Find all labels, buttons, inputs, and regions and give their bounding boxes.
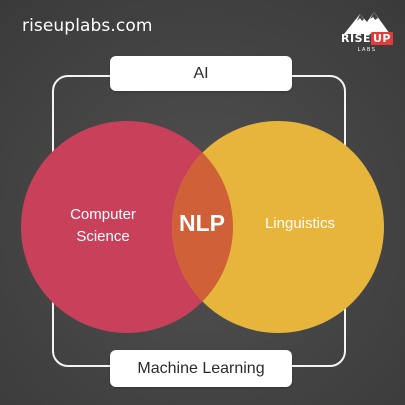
right-circle (172, 121, 384, 333)
computer-science-label: Computer Science (70, 206, 136, 245)
logo-subtitle: LABS (357, 47, 377, 53)
mountain-icon (344, 12, 390, 34)
machine-learning-label-box: Machine Learning (110, 350, 292, 387)
linguistics-label: Linguistics (264, 215, 336, 232)
nlp-label: NLP (179, 210, 225, 236)
left-circle (21, 121, 233, 333)
site-url: riseuplabs.com (22, 16, 153, 36)
ai-label-box: AI (110, 56, 292, 91)
